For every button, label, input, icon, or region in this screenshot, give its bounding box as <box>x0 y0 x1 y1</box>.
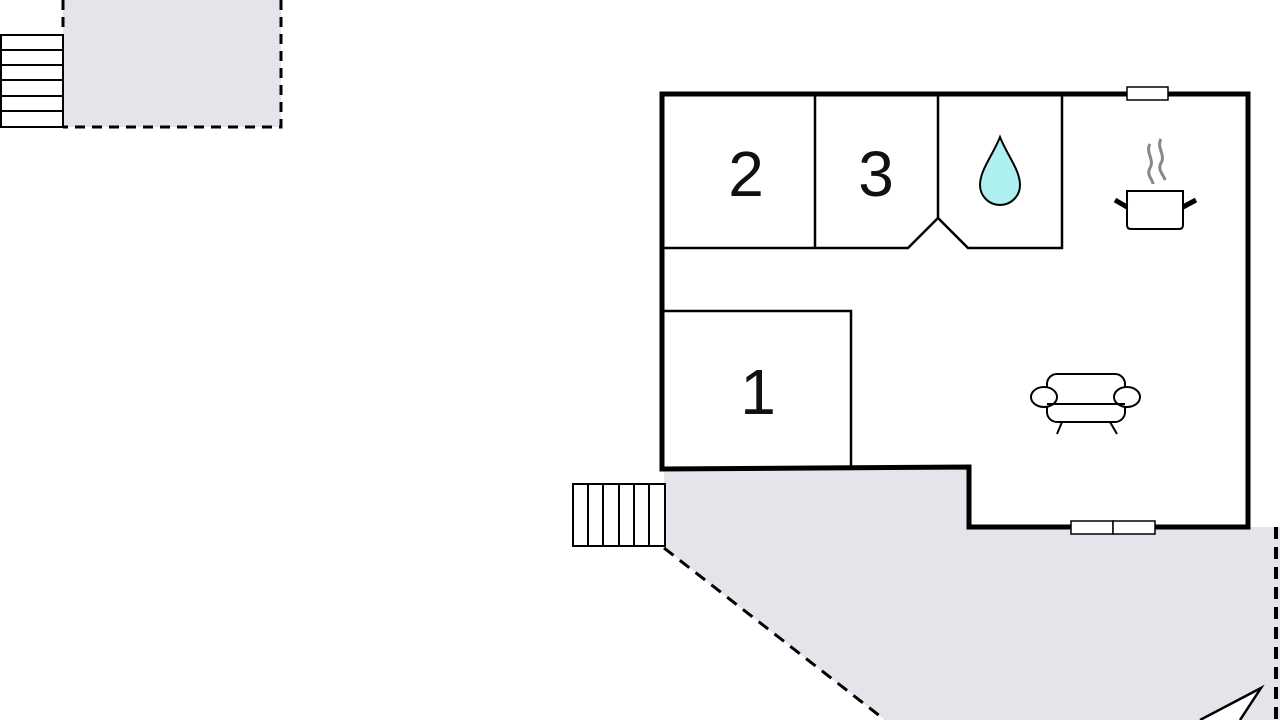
room-label-1: 1 <box>740 356 776 428</box>
room-label-3: 3 <box>858 138 894 210</box>
stairs-icon <box>0 34 64 128</box>
room-label-2: 2 <box>728 138 764 210</box>
window <box>1070 520 1114 535</box>
compass-arrow-icon <box>1199 684 1265 720</box>
window <box>1112 520 1156 535</box>
sofa-icon <box>1030 373 1141 435</box>
window <box>1126 86 1169 101</box>
water-drop-icon <box>978 134 1022 206</box>
interior-walls <box>664 96 1064 467</box>
cooking-pot-icon <box>1113 138 1198 230</box>
terrace-top-left <box>61 0 283 129</box>
stairs-icon <box>572 483 666 547</box>
